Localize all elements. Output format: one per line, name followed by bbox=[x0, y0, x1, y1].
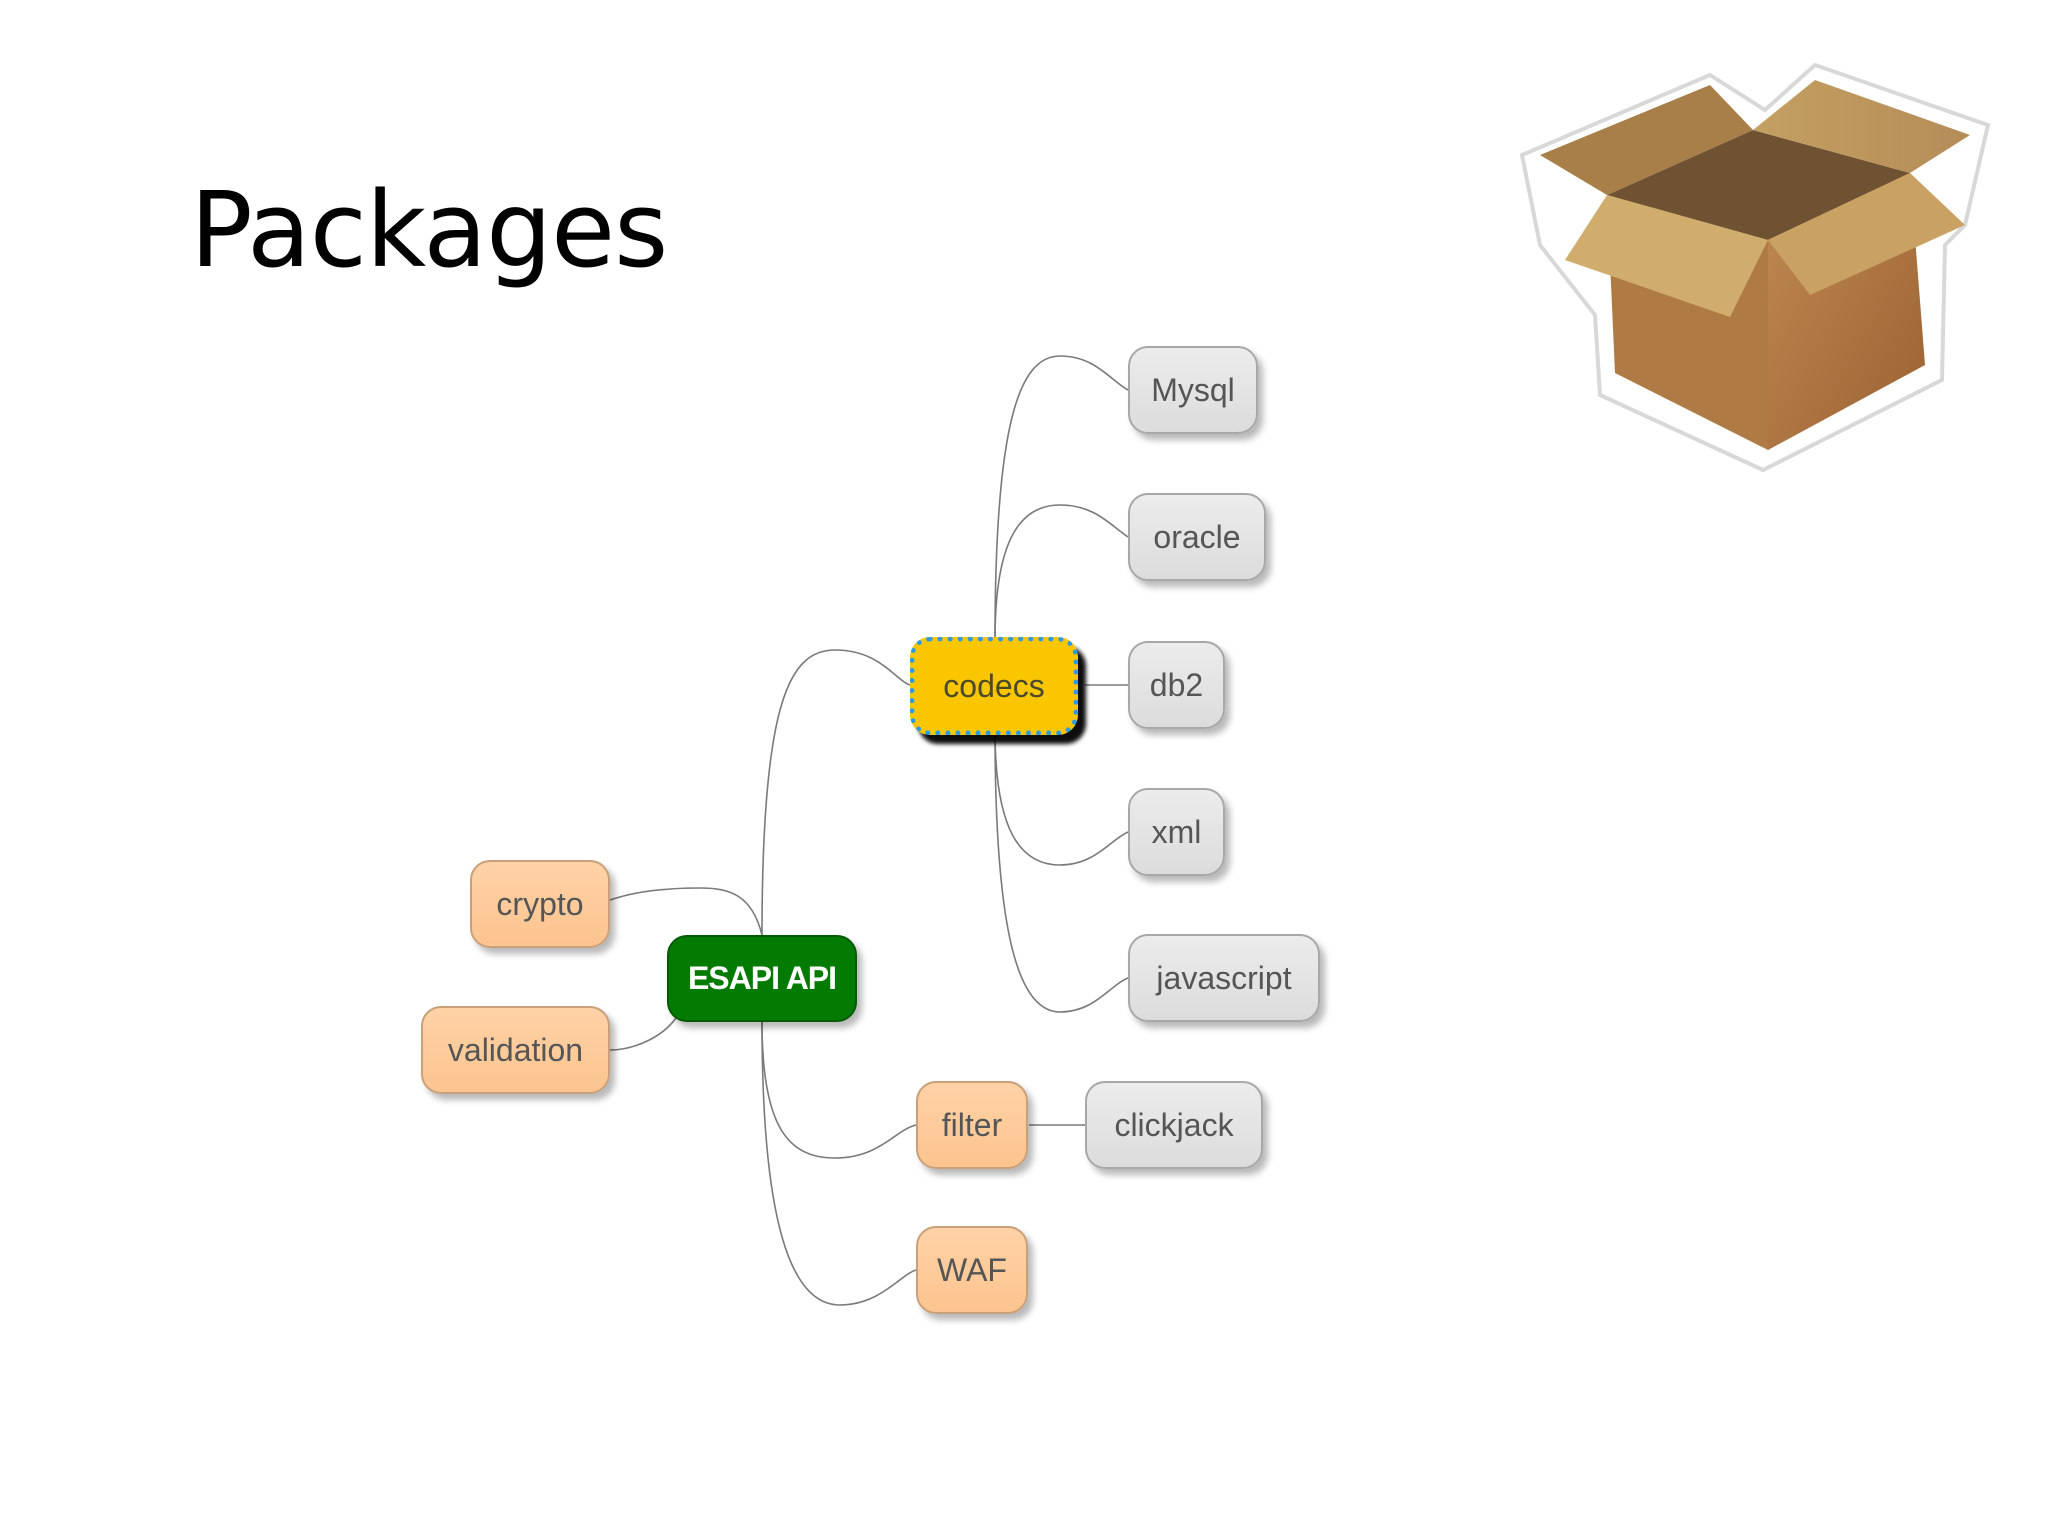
node-esapi-api[interactable]: ESAPI API bbox=[667, 935, 857, 1022]
node-crypto[interactable]: crypto bbox=[470, 860, 610, 948]
node-db2[interactable]: db2 bbox=[1128, 641, 1225, 729]
connector-root-filter bbox=[761, 1021, 917, 1159]
node-xml[interactable]: xml bbox=[1128, 788, 1225, 876]
node-oracle[interactable]: oracle bbox=[1128, 493, 1266, 581]
node-clickjack[interactable]: clickjack bbox=[1085, 1081, 1263, 1169]
node-javascript[interactable]: javascript bbox=[1128, 934, 1320, 1022]
node-validation[interactable]: validation bbox=[421, 1006, 610, 1094]
connector-root-validation bbox=[609, 1017, 677, 1051]
connector-root-crypto bbox=[609, 887, 763, 936]
open-cardboard-box-icon bbox=[1519, 62, 1991, 473]
connector-codecs-oracle bbox=[994, 504, 1129, 641]
node-filter[interactable]: filter bbox=[916, 1081, 1028, 1169]
connector-root-waf bbox=[761, 1021, 917, 1306]
node-mysql[interactable]: Mysql bbox=[1128, 346, 1258, 434]
node-codecs[interactable]: codecs bbox=[910, 637, 1078, 735]
connector-codecs-javascript bbox=[994, 729, 1129, 1013]
connector-codecs-mysql bbox=[994, 355, 1129, 641]
connector-codecs-xml bbox=[994, 729, 1129, 866]
connector-root-codecs bbox=[761, 649, 911, 936]
node-waf[interactable]: WAF bbox=[916, 1226, 1028, 1314]
slide-title: Packages bbox=[190, 169, 668, 291]
